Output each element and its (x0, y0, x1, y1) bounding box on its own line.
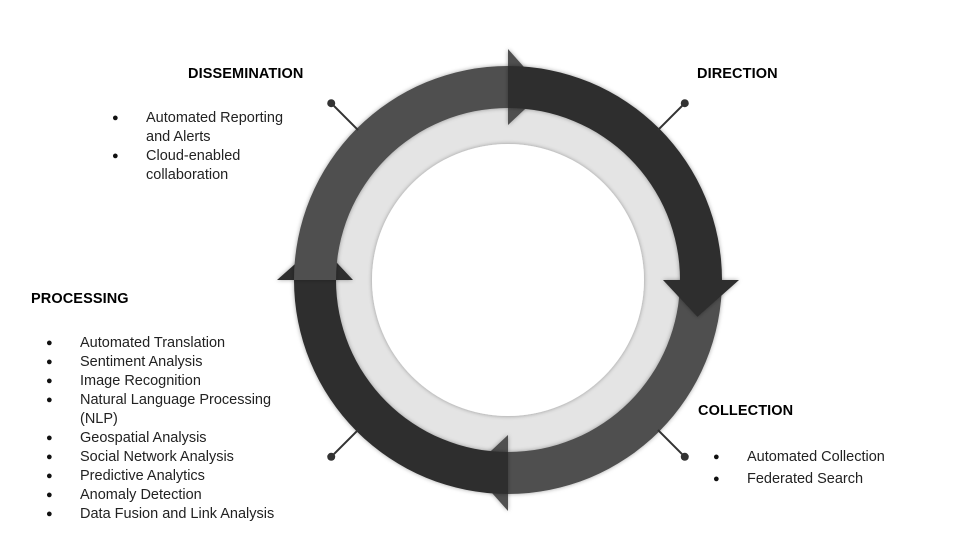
center-circle (372, 144, 644, 416)
processing-connector-dot (327, 452, 336, 461)
dissemination-connector-dot (327, 99, 336, 108)
collection-title: COLLECTION (698, 403, 794, 419)
list-item: Predictive Analytics (46, 467, 306, 486)
direction-arrow (508, 66, 739, 317)
direction-title: DIRECTION (697, 66, 778, 82)
dissemination-title: DISSEMINATION (188, 66, 304, 82)
list-item: Geospatial Analysis (46, 429, 306, 448)
processing-list: Automated Translation Sentiment Analysis… (46, 334, 306, 524)
processing-connector (330, 429, 359, 458)
direction-connector (657, 102, 686, 131)
list-item: Image Recognition (46, 372, 306, 391)
collection-connector (657, 429, 686, 458)
dissemination-arrow (294, 49, 545, 280)
list-item: Automated Collection (713, 446, 953, 468)
list-item: Data Fusion and Link Analysis (46, 505, 306, 524)
direction-connector-dot (680, 99, 689, 108)
list-item: Natural Language Processing (NLP) (46, 391, 306, 429)
list-item: Automated Translation (46, 334, 306, 353)
list-item: Automated Reporting and Alerts (112, 109, 302, 147)
collection-list: Automated Collection Federated Search (713, 446, 953, 490)
list-item: Federated Search (713, 468, 953, 490)
list-item: Sentiment Analysis (46, 353, 306, 372)
dissemination-connector (330, 102, 359, 131)
list-item: Anomaly Detection (46, 486, 306, 505)
collection-connector-dot (680, 452, 689, 461)
processing-arrow (277, 243, 508, 494)
collection-arrow (471, 280, 722, 511)
dissemination-list: Automated Reporting and Alerts Cloud-ena… (112, 109, 302, 185)
list-item: Social Network Analysis (46, 448, 306, 467)
processing-title: PROCESSING (31, 291, 129, 307)
list-item: Cloud-enabled collaboration (112, 147, 302, 185)
